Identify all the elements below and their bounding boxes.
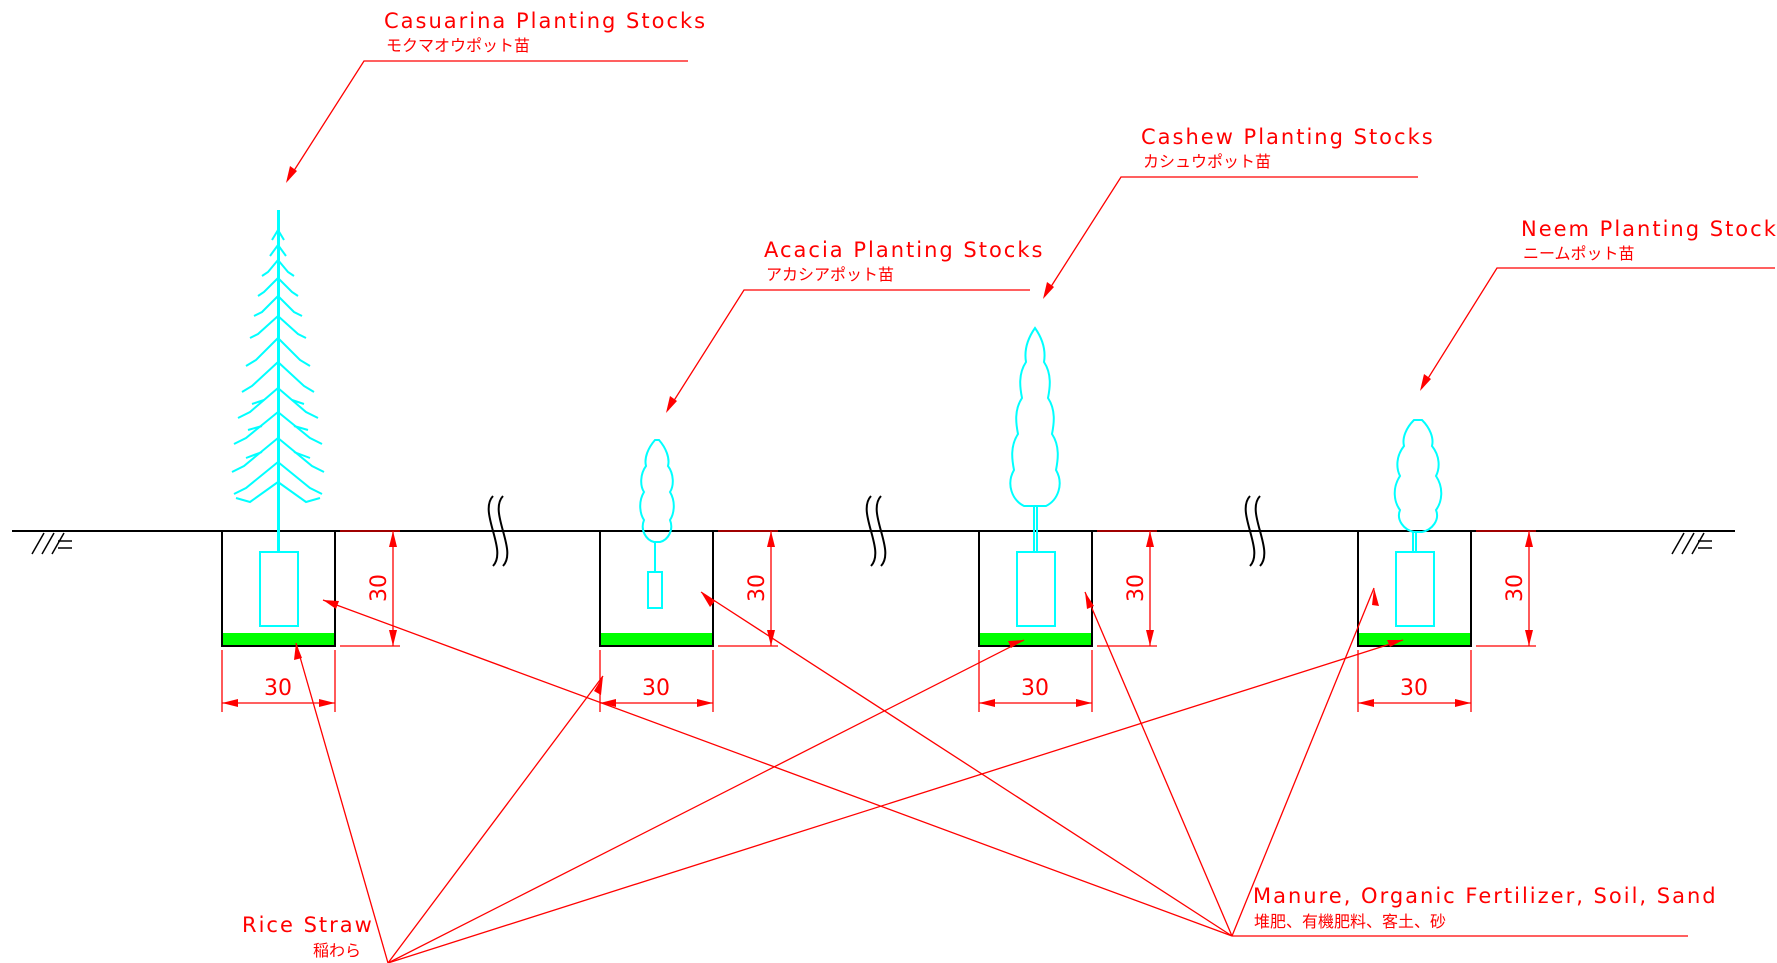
label-casuarina-en: Casuarina Planting Stocks bbox=[384, 9, 707, 33]
leader-rice-straw-arrowheads bbox=[294, 640, 1403, 695]
width-label-2: 30 bbox=[642, 676, 670, 701]
label-fill-jp: 堆肥、有機肥料、客土、砂 bbox=[1254, 912, 1446, 931]
cashew-plant bbox=[1009, 326, 1061, 552]
straw-layer bbox=[601, 633, 712, 645]
label-neem-jp: ニームポット苗 bbox=[1523, 244, 1635, 263]
ground bbox=[12, 495, 1735, 567]
leader-casuarina bbox=[287, 60, 688, 181]
label-fill-en: Manure, Organic Fertilizer, Soil, Sand bbox=[1253, 884, 1718, 908]
neem-plant bbox=[1393, 419, 1443, 552]
ground-hatch-left bbox=[31, 532, 72, 555]
break-symbol-1 bbox=[487, 495, 509, 567]
leader-fill-arrowheads bbox=[323, 588, 1379, 609]
width-label-4: 30 bbox=[1400, 676, 1428, 701]
dimension-depths bbox=[340, 530, 1536, 647]
root-ball bbox=[1016, 551, 1056, 627]
leader-arrowheads-top bbox=[286, 166, 1431, 413]
straw-layer bbox=[223, 633, 334, 645]
label-cashew-en: Cashew Planting Stocks bbox=[1141, 125, 1435, 149]
pit-neem bbox=[1357, 531, 1472, 647]
dimension-widths bbox=[221, 650, 1472, 712]
break-symbol-3 bbox=[1244, 495, 1266, 567]
root-ball bbox=[647, 571, 663, 609]
label-cashew-jp: カシュウポット苗 bbox=[1143, 152, 1271, 171]
depth-label-4: 30 bbox=[1503, 574, 1528, 602]
casuarina-tree bbox=[231, 210, 325, 552]
depth-label-3: 30 bbox=[1124, 574, 1149, 602]
depth-label-2: 30 bbox=[745, 574, 770, 602]
label-acacia-jp: アカシアポット苗 bbox=[766, 265, 894, 284]
label-rice-straw-en: Rice Straw bbox=[242, 913, 374, 937]
acacia-plant bbox=[639, 439, 675, 572]
root-ball bbox=[1395, 551, 1435, 627]
label-neem-en: Neem Planting Stocks bbox=[1521, 217, 1777, 241]
pit-cashew bbox=[978, 531, 1093, 647]
straw-layer bbox=[980, 633, 1091, 645]
leader-neem bbox=[1421, 267, 1775, 389]
break-symbol-2 bbox=[865, 495, 887, 567]
label-casuarina-jp: モクマオウポット苗 bbox=[386, 36, 530, 55]
label-acacia-en: Acacia Planting Stocks bbox=[764, 238, 1044, 262]
root-ball bbox=[259, 551, 299, 627]
depth-label-1: 30 bbox=[367, 574, 392, 602]
dimension-width-arrows bbox=[222, 699, 1471, 707]
leader-fill bbox=[322, 587, 1688, 937]
width-label-3: 30 bbox=[1021, 676, 1049, 701]
leader-cashew bbox=[1044, 176, 1418, 297]
pit-acacia bbox=[599, 531, 714, 647]
label-rice-straw-jp: 稲わら bbox=[313, 941, 361, 960]
width-label-1: 30 bbox=[264, 676, 292, 701]
leader-rice-straw bbox=[295, 639, 1404, 963]
leader-acacia bbox=[667, 289, 1030, 411]
ground-hatch-right bbox=[1671, 532, 1712, 555]
dimension-depth-arrows bbox=[389, 531, 1533, 646]
straw-layer bbox=[1359, 633, 1470, 645]
